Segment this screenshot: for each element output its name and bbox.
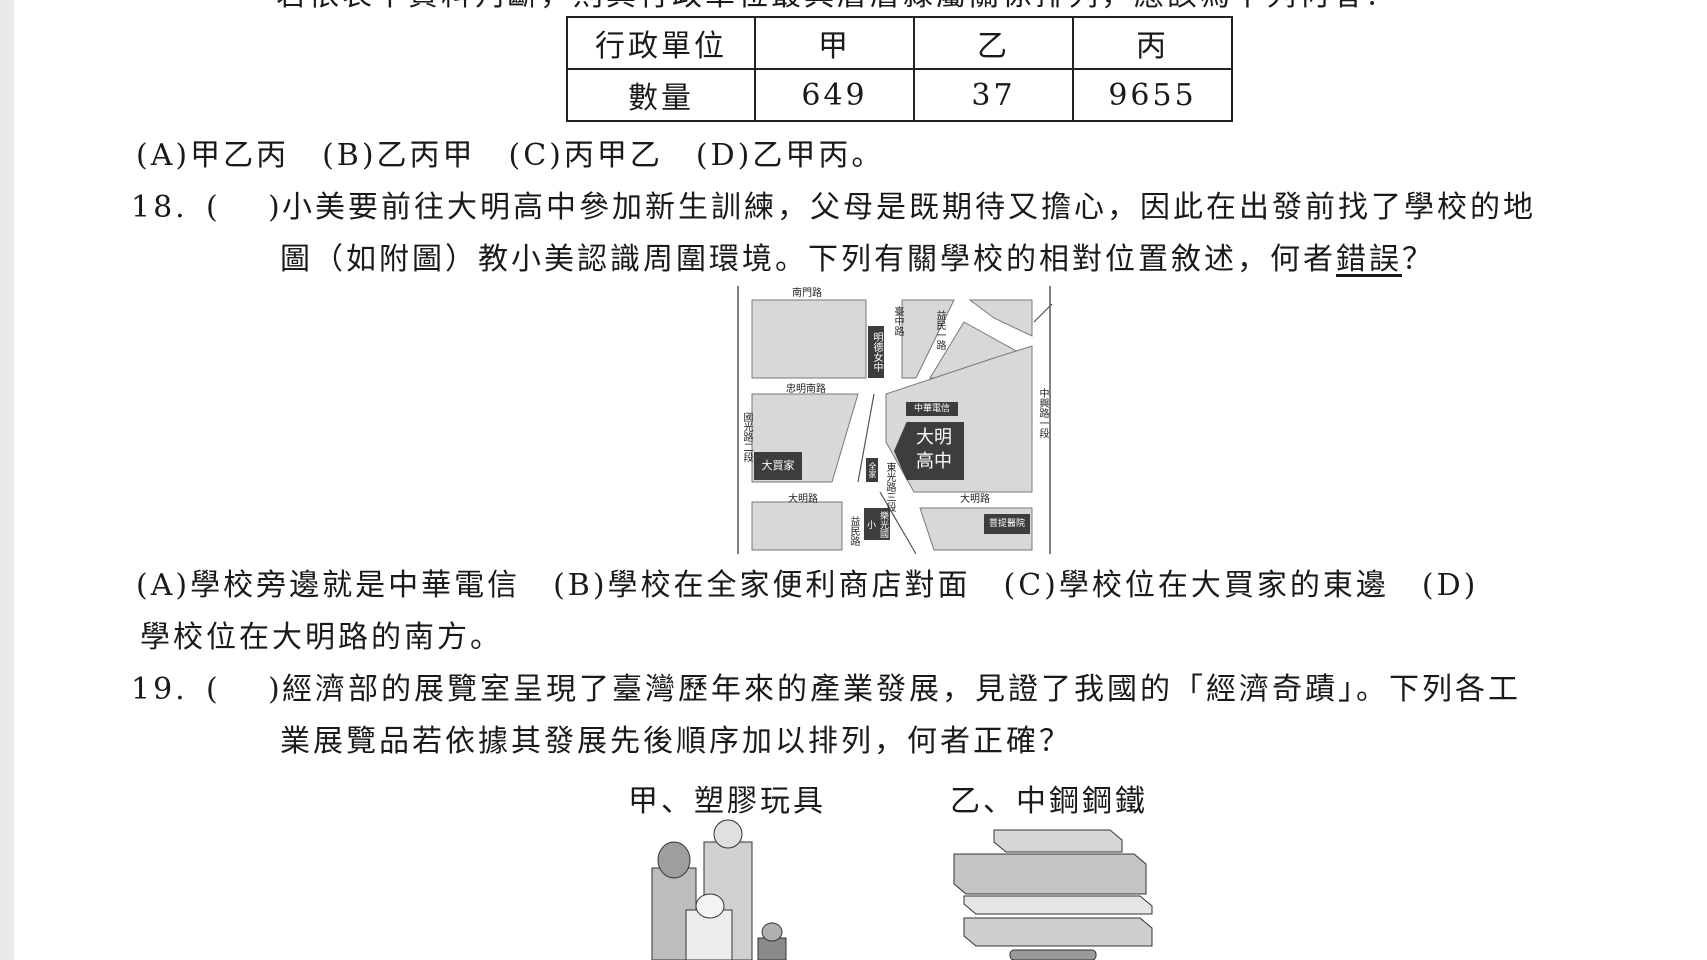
table-cell: 9655 bbox=[1072, 68, 1233, 122]
road-label-zhongxing: 中興路一段 bbox=[1037, 388, 1048, 438]
place-leguang: 樂光國小 bbox=[864, 508, 890, 540]
plastic-toys-illustration bbox=[651, 819, 787, 960]
table-header-cell: 行政單位 bbox=[566, 16, 756, 70]
table-cell: 649 bbox=[754, 68, 915, 122]
q18-number: 18. bbox=[131, 190, 188, 225]
q18-underlined-word: 錯誤 bbox=[1336, 242, 1402, 277]
q19-paren-close: ) bbox=[268, 672, 283, 707]
table-row: 行政單位 甲 乙 丙 bbox=[566, 16, 1233, 70]
q18-stem-line2: 圖（如附圖）教小美認識周圍環境。下列有關學校的相對位置敘述，何者錯誤？ bbox=[280, 242, 1435, 278]
q19-number: 19. bbox=[131, 672, 188, 707]
road-label-zhongming-south: 忠明南路 bbox=[786, 384, 826, 395]
q19-paren-open: ( bbox=[206, 672, 221, 707]
school-name-line2: 高中 bbox=[916, 451, 952, 472]
road-label-guoguang: 國光路二段 bbox=[741, 412, 752, 462]
q18-stem-line1: 小美要前往大明高中參加新生訓練，父母是既期待又擔心，因此在出發前找了學校的地 bbox=[282, 190, 1536, 225]
q18-paren-close: ) bbox=[268, 190, 283, 225]
table-header-cell: 乙 bbox=[913, 16, 1074, 70]
road-label-dongguang: 東光路三段 bbox=[884, 462, 895, 512]
admin-unit-table: 行政單位 甲 乙 丙 數量 649 37 9655 bbox=[566, 16, 1233, 122]
table-header-cell: 丙 bbox=[1072, 16, 1233, 70]
road-label-yimin-bottom: 益民路 bbox=[848, 516, 859, 546]
steel-illustration bbox=[953, 829, 1153, 960]
q19-stem-line1: 經濟部的展覽室呈現了臺灣歷年來的產業發展，見證了我國的「經濟奇蹟」。下列各工 bbox=[282, 672, 1521, 707]
q18-options-line1: (A)學校旁邊就是中華電信 (B)學校在全家便利商店對面 (C)學校位在大買家的… bbox=[136, 568, 1479, 603]
q18-paren-open: ( bbox=[206, 190, 221, 225]
road-label-nanmen: 南門路 bbox=[792, 288, 822, 299]
road-label-daming-left: 大明路 bbox=[788, 494, 818, 505]
road-label-daming-right: 大明路 bbox=[960, 494, 990, 505]
place-puti: 菩提醫院 bbox=[984, 514, 1030, 534]
top-cut-text: 若依表中資料判斷，則其行政單位最具層層隸屬關係排列，應該為下列何者？ bbox=[276, 0, 1398, 14]
school-building: 大明 高中 bbox=[894, 422, 964, 480]
q18-options-line2: 學校位在大明路的南方。 bbox=[140, 620, 503, 655]
place-family: 全家 bbox=[866, 458, 878, 482]
q18-stem-line2-post: ？ bbox=[1402, 242, 1435, 277]
q19-stem-line2: 業展覽品若依據其發展先後順序加以排列，何者正確？ bbox=[280, 724, 1072, 759]
table-cell: 37 bbox=[913, 68, 1074, 122]
exhibit-label-yi: 乙、中鋼鋼鐵 bbox=[950, 784, 1148, 819]
place-mingde: 明德女中 bbox=[868, 326, 884, 378]
school-name-line1: 大明 bbox=[916, 427, 952, 448]
q18-stem-line2-pre: 圖（如附圖）教小美認識周圍環境。下列有關學校的相對位置敘述，何者 bbox=[280, 242, 1336, 277]
road-label-taizhong: 臺中路 bbox=[892, 306, 903, 336]
road-label-yimin-top: 益民一路 bbox=[934, 310, 945, 350]
place-chunghwa: 中華電信 bbox=[906, 402, 958, 416]
q17-options: (A)甲乙丙 (B)乙丙甲 (C)丙甲乙 (D)乙甲丙。 bbox=[136, 138, 885, 173]
table-cell: 數量 bbox=[566, 68, 756, 122]
table-row: 數量 649 37 9655 bbox=[566, 68, 1233, 122]
exhibit-label-jia: 甲、塑膠玩具 bbox=[628, 784, 826, 819]
table-header-cell: 甲 bbox=[754, 16, 915, 70]
document-page: 若依表中資料判斷，則其行政單位最具層層隸屬關係排列，應該為下列何者？ 行政單位 … bbox=[14, 0, 1707, 960]
school-map: 南門路 忠明南路 臺中路 益民一路 中興路一段 國光路二段 大明路 大明路 益民… bbox=[734, 282, 1054, 558]
place-dmaijia: 大買家 bbox=[754, 452, 802, 480]
